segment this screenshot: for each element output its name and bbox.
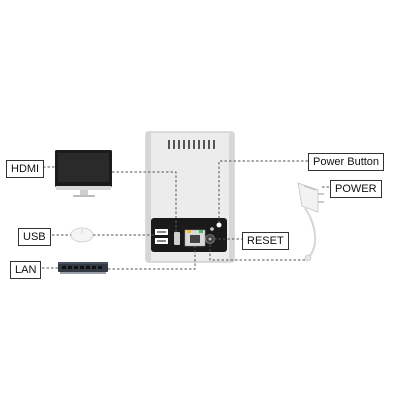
- vent-slots: [168, 140, 215, 149]
- power-jack: [205, 234, 215, 244]
- lan-label: LAN: [10, 261, 42, 279]
- nas-device: [145, 131, 235, 263]
- power-connector-line: [209, 244, 305, 261]
- monitor-icon: [55, 150, 112, 197]
- hdmi-port: [174, 232, 180, 245]
- reset-hole: [210, 227, 214, 231]
- reset-label: RESET: [242, 232, 289, 250]
- power-button-label: Power Button: [308, 153, 385, 171]
- lan-connector-line: [108, 246, 196, 270]
- network-switch-icon: [58, 262, 108, 274]
- power-adapter-icon: [297, 182, 324, 262]
- lan-port: [184, 229, 206, 247]
- hdmi-connector-line: [112, 171, 177, 232]
- connector-lines: [42, 160, 330, 270]
- mouse-icon: [70, 227, 94, 243]
- hdmi-label: HDMI: [6, 160, 45, 178]
- usb-label: USB: [18, 228, 51, 246]
- power-label: POWER: [330, 180, 382, 198]
- usb-ports: [155, 229, 168, 244]
- power-button: [216, 222, 222, 228]
